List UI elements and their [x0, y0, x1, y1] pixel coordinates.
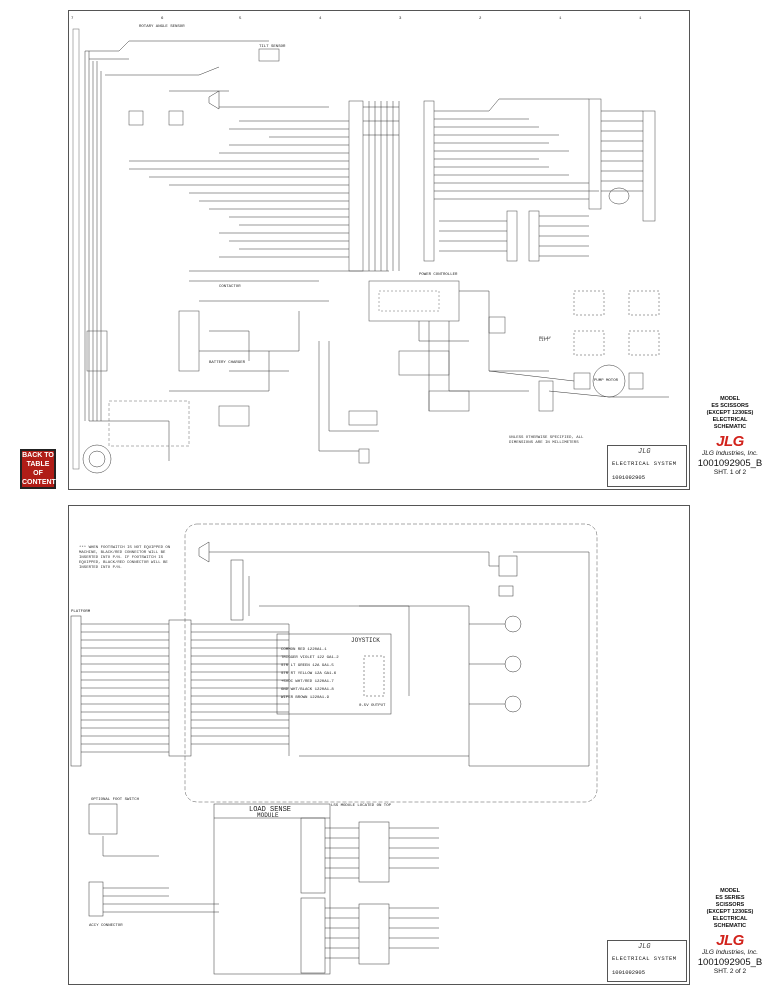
svg-text:7: 7	[71, 17, 74, 21]
jlg-mini-logo: JLG	[638, 943, 651, 951]
joystick-wire-2: TRIGGER VIOLET 122 GA1-2	[281, 656, 339, 660]
svg-text:CONTACTOR: CONTACTOR	[219, 285, 241, 289]
footswitch-label: OPTIONAL FOOT SWITCH	[91, 798, 140, 802]
title-block-number: 1001092905	[612, 969, 646, 976]
schematic-sheet-2: JOYSTICK COMMON RED 1220A1-1 TRIGGER VIO…	[68, 505, 690, 985]
jlg-logo: JLG	[716, 433, 744, 450]
accessory-connector-label: ACCY CONNECTOR	[89, 924, 123, 928]
svg-text:6: 6	[161, 17, 164, 21]
svg-text:1: 1	[639, 17, 642, 21]
title-block-title: ELECTRICAL SYSTEM	[612, 955, 677, 962]
label-pump-motor: PUMP MOTOR	[594, 379, 619, 383]
model-line: MODEL	[720, 396, 740, 402]
svg-text:ROTARY ANGLE SENSOR: ROTARY ANGLE SENSOR	[139, 25, 185, 29]
back-btn-line-2: TABLE OF	[26, 461, 50, 477]
joystick-wire-5: +5VDC WHT/RED 1220A1-7	[281, 679, 334, 684]
model-line: SCHEMATIC	[713, 923, 747, 929]
model-line: (EXCEPT 1230ES)	[706, 410, 754, 416]
model-line: ELECTRICAL	[712, 417, 748, 423]
jlg-logo: JLG	[716, 932, 744, 949]
load-sense-subtitle: MODULE	[257, 812, 279, 819]
svg-text:1: 1	[559, 17, 562, 21]
document-number: 1001092905_B	[697, 957, 763, 968]
lss-note: LSS MODULE LOCATED ON TOP	[331, 804, 392, 808]
schematic-sheet-1: 7 6 5 4 3 2 1 1 POWER CONTROLLER RELAY LIFT CO…	[68, 10, 690, 490]
label-relay: RELAY	[539, 337, 552, 341]
sheet-number: SHT. 1 of 2	[713, 469, 747, 476]
back-to-table-of-contents-button[interactable]: BACK TO TABLE OF CONTENTS	[20, 449, 61, 489]
model-line: (EXCEPT 1230ES)	[706, 909, 754, 915]
model-line: SCISSORS	[715, 902, 745, 908]
svg-text:5: 5	[239, 17, 242, 21]
svg-text:4: 4	[319, 17, 322, 21]
model-line: SCHEMATIC	[713, 424, 747, 430]
back-btn-line-3: CONTENTS	[22, 479, 61, 486]
svg-text:LIFT: LIFT	[539, 339, 549, 343]
back-btn-line-1: BACK TO	[22, 452, 54, 459]
side-panel-sheet-2: MODEL ES SERIES SCISSORS (EXCEPT 1230ES)…	[692, 888, 768, 975]
model-line: ES SCISSORS	[711, 403, 749, 409]
joystick-output-label: 0-5V OUTPUT	[359, 704, 386, 708]
note-dimensions: UNLESS OTHERWISE SPECIFIED, ALL DIMENSIO…	[509, 436, 584, 445]
svg-text:TILT SENSOR: TILT SENSOR	[259, 45, 286, 49]
joystick-wire-3: STR LT GREEN 12A GA1-5	[281, 664, 334, 668]
company-name: JLG Industries, Inc.	[702, 949, 758, 956]
title-block-sheet-2: JLG ELECTRICAL SYSTEM 1001092905	[607, 940, 687, 982]
title-block-number: 1001092905	[612, 474, 646, 481]
model-line: MODEL	[720, 888, 740, 894]
sheet-number: SHT. 2 of 2	[713, 968, 747, 975]
joystick-wire-1: COMMON RED 1220A1-1	[281, 648, 327, 652]
platform-connector-label: PLATFORM	[71, 610, 91, 614]
joystick-wire-4: STR RT YELLOW 12A GA1-6	[281, 672, 337, 676]
sheet-1-schematic: 7 6 5 4 3 2 1 1 POWER CONTROLLER RELAY LIFT CO…	[71, 17, 669, 474]
model-line: ELECTRICAL	[712, 916, 748, 922]
side-panel-sheet-1: MODEL ES SCISSORS (EXCEPT 1230ES) ELECTR…	[692, 396, 768, 476]
document-number: 1001092905_B	[697, 458, 763, 469]
sheet-2-schematic: JOYSTICK COMMON RED 1220A1-1 TRIGGER VIO…	[70, 523, 598, 975]
title-block-title: ELECTRICAL SYSTEM	[612, 460, 677, 467]
model-line: ES SERIES	[715, 895, 745, 901]
joystick-title: JOYSTICK	[351, 637, 380, 644]
joystick-wire-7: WIPER BROWN 1220A1-9	[281, 696, 330, 700]
svg-text:2: 2	[479, 17, 482, 21]
svg-text:BATTERY CHARGER: BATTERY CHARGER	[209, 361, 246, 365]
label-power-controller: POWER CONTROLLER	[419, 273, 458, 277]
jlg-mini-logo: JLG	[638, 448, 651, 456]
title-block-sheet-1: JLG ELECTRICAL SYSTEM 1001092905	[607, 445, 687, 487]
joystick-wire-6: GND WHT/BLACK 1220A1-8	[281, 687, 334, 692]
company-name: JLG Industries, Inc.	[702, 450, 758, 457]
load-sense-title: LOAD SENSE	[249, 806, 291, 814]
footswitch-note: *** WHEN FOOTSWITCH IS NOT EQUIPPED ON M…	[79, 546, 171, 570]
svg-text:3: 3	[399, 17, 402, 21]
